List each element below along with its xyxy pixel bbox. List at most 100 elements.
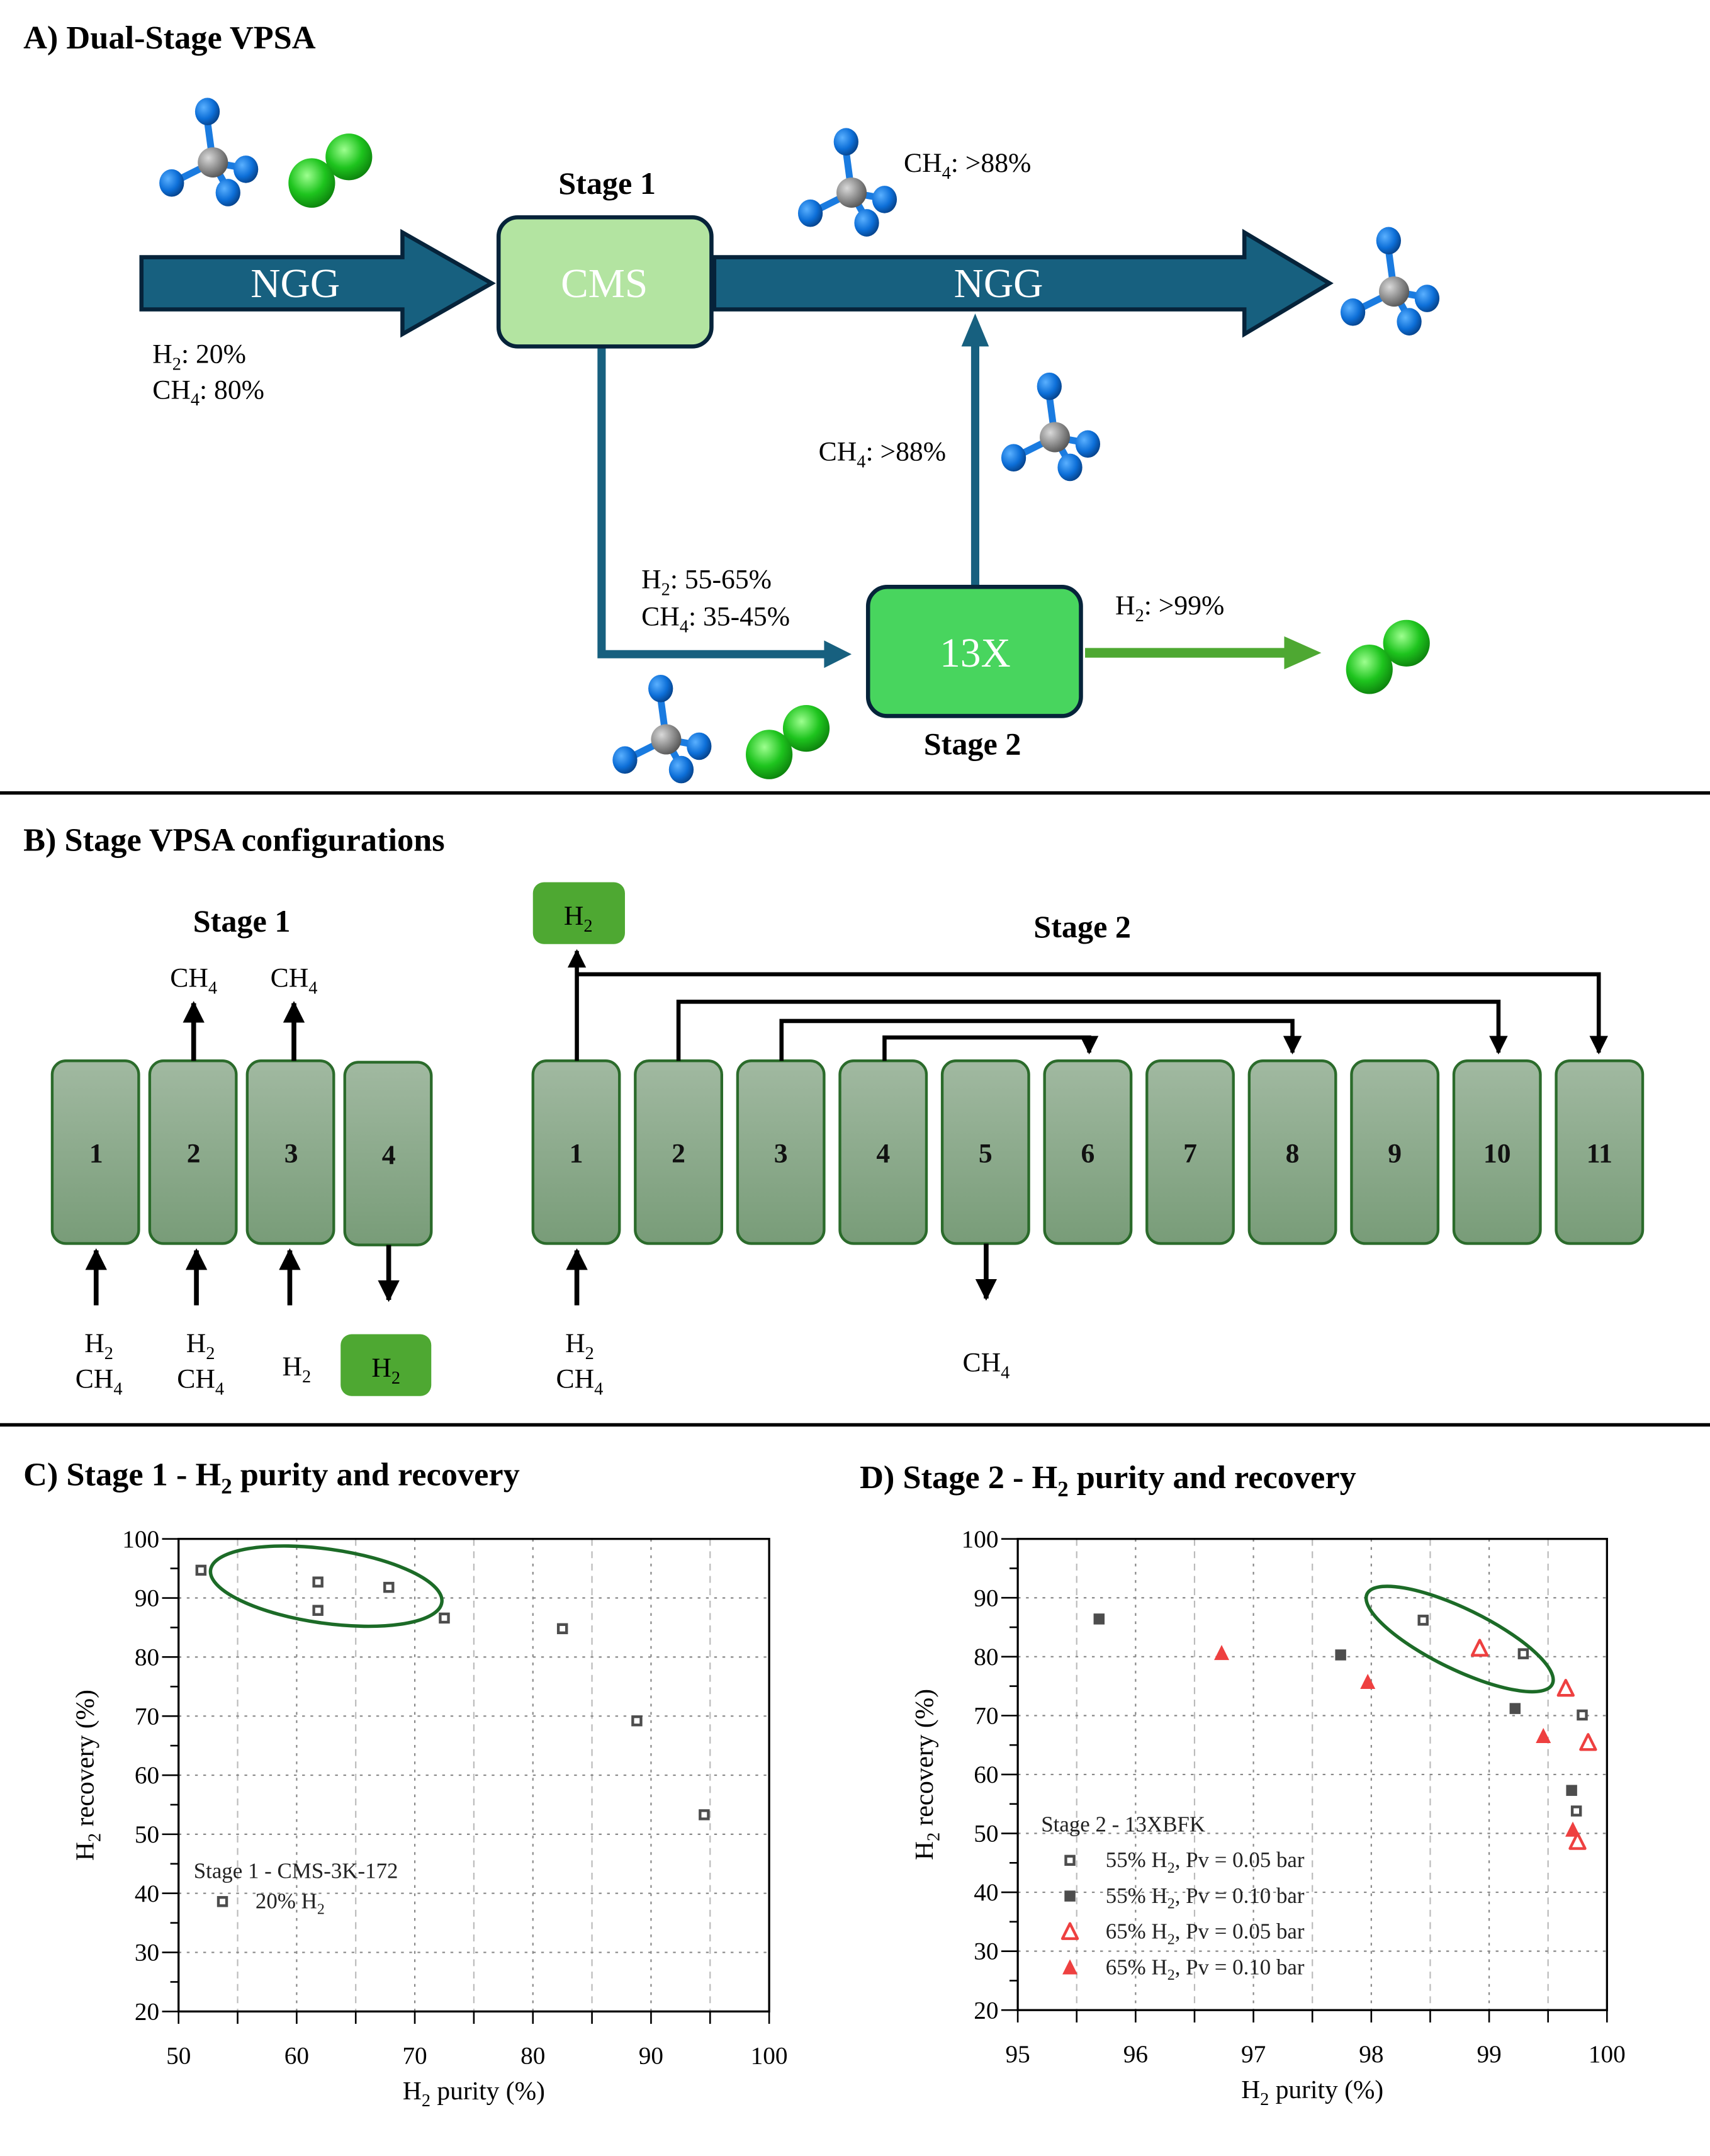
x-tick-label: 60: [284, 2042, 309, 2069]
stage1-to-stage2-line: [597, 347, 827, 658]
data-point: [1214, 1645, 1230, 1661]
y-tick-label: 100: [962, 1526, 999, 1553]
x-tick-label: 70: [402, 2042, 427, 2069]
column-number: 7: [1183, 1139, 1197, 1169]
y-tick-label: 40: [135, 1880, 159, 1907]
stage2-feed-h2-composition: H2: 55-65%: [641, 564, 772, 599]
panel-a: A) Dual-Stage VPSA NGG NGG CMS Stage 1 1…: [23, 20, 1439, 784]
b-stage2-column: [1452, 1059, 1542, 1245]
column-number: 1: [570, 1139, 583, 1169]
x-axis-label: H2 purity (%): [403, 2076, 545, 2111]
panel-d: D) Stage 2 - H2 purity and recovery 95 96…: [860, 1459, 1626, 2109]
methane-molecule-icon: [612, 675, 711, 783]
y-tick-label: 90: [974, 1584, 998, 1611]
y-tick-label: 20: [135, 1998, 159, 2025]
y-axis-label: H2 recovery (%): [909, 1689, 944, 1860]
legend-marker: [1064, 1890, 1076, 1902]
data-point: [1565, 1821, 1581, 1837]
legend-label: 65% H2, Pv = 0.10 bar: [1106, 1955, 1305, 1984]
b-stage1-top-output: CH4: [271, 962, 318, 998]
highlight-ellipse: [1364, 1584, 1555, 1694]
x-tick-label: 100: [1589, 2041, 1626, 2068]
y-tick-label: 70: [135, 1703, 159, 1730]
y-axis-label: H2 recovery (%): [70, 1690, 104, 1861]
b-stage1-h2-product-box: [340, 1334, 432, 1396]
x-tick-label: 50: [166, 2042, 191, 2069]
data-point: [1417, 1615, 1429, 1626]
data-point: [1335, 1649, 1346, 1661]
column-number: 3: [774, 1139, 788, 1169]
data-point: [1509, 1703, 1521, 1714]
y-tick-label: 60: [974, 1761, 998, 1788]
b-stage2-h2-product-box: [532, 882, 625, 944]
panel-d-title: D) Stage 2 - H2 purity and recovery: [860, 1459, 1356, 1501]
panel-b-title: B) Stage VPSA configurations: [23, 821, 445, 858]
stage2-ch4-recycle-composition: CH4: >88%: [819, 437, 946, 472]
b-stage1-bottom-label: H2: [84, 1328, 113, 1363]
x-axis-label: H2 purity (%): [1241, 2075, 1383, 2109]
legend-marker: [217, 1896, 228, 1907]
y-tick-label: 50: [135, 1821, 159, 1848]
b-stage2-label: Stage 2: [1033, 909, 1131, 944]
hydrogen-molecule-icon: [288, 133, 372, 208]
b-stage2-column: [1555, 1059, 1645, 1245]
stage1-box-label: CMS: [561, 261, 648, 307]
data-point: [1566, 1785, 1577, 1796]
b-stage1-column: [50, 1059, 140, 1245]
x-tick-label: 97: [1241, 2041, 1266, 2068]
legend-label: 55% H2, Pv = 0.10 bar: [1106, 1883, 1305, 1912]
stage2-feed-ch4-composition: CH4: 35-45%: [641, 601, 790, 636]
hydrogen-molecule-icon: [1346, 620, 1430, 694]
product-arrow-label: NGG: [954, 261, 1043, 307]
b-stage1-bottom-label: CH4: [76, 1364, 123, 1399]
legend-label: 20% H2: [256, 1889, 325, 1918]
b-stage1-top-output: CH4: [170, 962, 217, 998]
x-tick-label: 100: [751, 2042, 788, 2069]
b-stage1-label: Stage 1: [193, 903, 291, 939]
hydrogen-molecule-icon: [746, 705, 830, 779]
data-point: [1470, 1639, 1489, 1657]
stage2-h2-product-composition: H2: >99%: [1115, 590, 1224, 626]
b-stage2-feed-label: H2: [565, 1328, 594, 1363]
y-tick-label: 80: [974, 1644, 998, 1671]
methane-molecule-icon: [798, 128, 897, 236]
data-point: [312, 1576, 323, 1588]
methane-molecule-icon: [159, 98, 258, 206]
data-point: [195, 1564, 207, 1576]
column-number: 9: [1388, 1139, 1402, 1169]
column-number: 10: [1483, 1139, 1511, 1169]
data-point: [439, 1612, 450, 1624]
feed-ch4-composition: CH4: 80%: [152, 375, 264, 410]
data-point: [1093, 1613, 1105, 1625]
y-tick-label: 80: [135, 1644, 159, 1671]
legend-marker: [1064, 1854, 1076, 1866]
b-stage2-column: [1145, 1059, 1235, 1245]
panel-c-title: C) Stage 1 - H2 purity and recovery: [23, 1457, 520, 1499]
connection-2-to-10: [676, 1000, 1508, 1061]
b-stage1-bottom-label: H2: [186, 1328, 215, 1363]
column-number: 4: [382, 1140, 396, 1170]
stage2-label: Stage 2: [924, 726, 1021, 762]
arrowhead-icon: [961, 313, 989, 347]
column-number: 5: [979, 1139, 993, 1169]
y-tick-label: 40: [974, 1879, 998, 1906]
x-tick-label: 96: [1123, 2041, 1148, 2068]
b-stage2-feed-label: CH4: [556, 1364, 604, 1399]
connection-4-to-6: [882, 1035, 1099, 1061]
feed-arrow-label: NGG: [250, 261, 340, 307]
column-number: 1: [89, 1139, 103, 1169]
data-point: [631, 1715, 643, 1727]
y-tick-label: 70: [974, 1702, 998, 1729]
column-number: 2: [672, 1139, 685, 1169]
x-tick-label: 95: [1005, 2041, 1030, 2068]
column-number: 2: [187, 1139, 201, 1169]
stage1-cms-box: [496, 215, 714, 349]
b-stage1-bottom-label: H2: [283, 1352, 312, 1387]
arrowhead-icon: [1284, 636, 1322, 670]
b-stage2-column: [1350, 1059, 1440, 1245]
legend-title: Stage 1 - CMS-3K-172: [194, 1859, 398, 1883]
feed-h2-composition: H2: 20%: [152, 339, 246, 375]
b-stage1-h2-product-label: H2: [371, 1353, 400, 1388]
legend-title: Stage 2 - 13XBFK: [1041, 1812, 1205, 1837]
